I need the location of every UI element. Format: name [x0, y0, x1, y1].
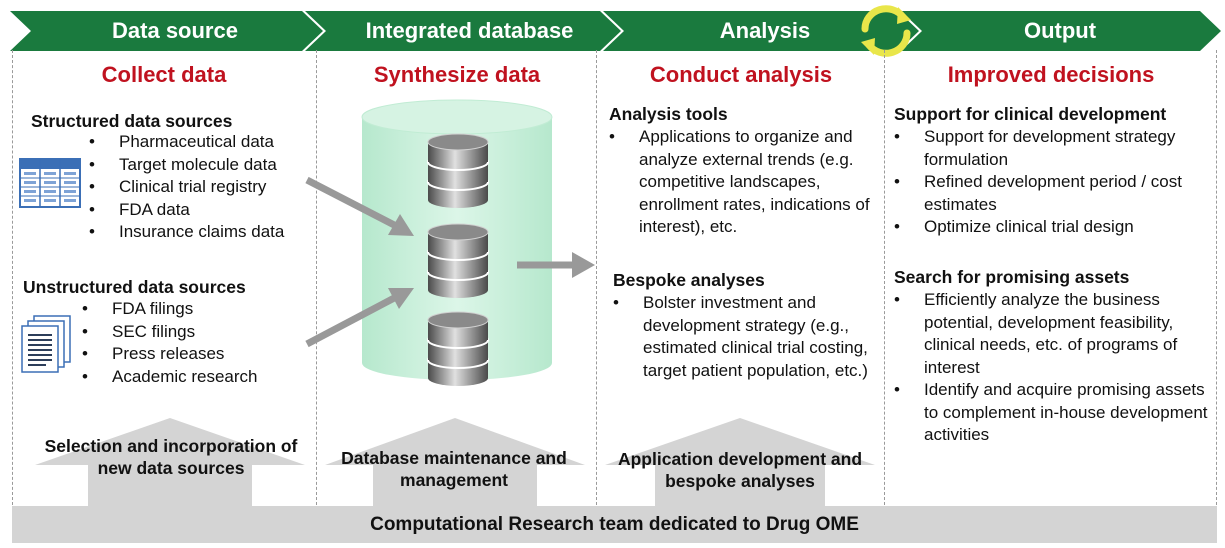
list-item: Refined development period / cost estima…: [894, 171, 1212, 216]
up-arrow-shape: [605, 418, 875, 507]
list-item: Efficiently analyze the business potenti…: [894, 289, 1212, 379]
column-divider: [12, 50, 13, 505]
list-item: Pharmaceutical data: [89, 131, 314, 154]
bespoke-list: Bolster investment and development strat…: [613, 292, 878, 382]
chevron-analysis: [603, 11, 919, 51]
synthesize-title: Synthesize data: [373, 62, 541, 87]
header-chevrons: [10, 11, 1221, 51]
column-divider: [596, 50, 597, 505]
tools-list: Applications to organize and analyze ext…: [609, 126, 879, 239]
collect-footer: Selection and incorporation of new data …: [44, 436, 298, 478]
chevron-integrated-database: [305, 11, 621, 51]
list-item: FDA filings: [82, 298, 307, 321]
output-title: Improved decisions: [947, 62, 1155, 87]
analysis-title: Conduct analysis: [649, 62, 833, 87]
arrow-icon: [517, 252, 595, 278]
list-item: Target molecule data: [89, 154, 314, 177]
unstructured-heading: Unstructured data sources: [23, 277, 246, 297]
list-item: Optimize clinical trial design: [894, 216, 1212, 239]
analysis-footer: Application development and bespoke anal…: [617, 449, 863, 491]
column-divider: [1216, 50, 1217, 505]
arrow-icon: [305, 176, 414, 236]
list-item: Academic research: [82, 366, 307, 389]
clinical-heading: Support for clinical development: [894, 104, 1167, 124]
bottom-bar-label: Computational Research team dedicated to…: [370, 514, 859, 535]
arrow-icon: [305, 288, 414, 348]
stage-label: Data source: [112, 18, 238, 43]
assets-list: Efficiently analyze the business potenti…: [894, 289, 1212, 447]
list-item: Identify and acquire promising assets to…: [894, 379, 1212, 447]
up-arrow-shape: [35, 418, 305, 507]
assets-heading: Search for promising assets: [894, 267, 1130, 287]
bottom-bar: [12, 506, 1217, 543]
tools-heading: Analysis tools: [609, 104, 728, 124]
list-item: Applications to organize and analyze ext…: [609, 126, 879, 239]
bespoke-heading: Bespoke analyses: [613, 270, 765, 290]
list-item: Clinical trial registry: [89, 176, 314, 199]
chevron-output: [901, 11, 1221, 51]
collect-title: Collect data: [101, 62, 227, 87]
up-arrow-shape: [325, 418, 585, 507]
structured-heading: Structured data sources: [31, 111, 233, 131]
document-icon: [21, 315, 71, 373]
synthesize-footer: Database maintenance and management: [341, 448, 567, 490]
list-item: Support for development strategy formula…: [894, 126, 1212, 171]
stage-label: Analysis: [719, 18, 811, 43]
list-item: Insurance claims data: [89, 221, 314, 244]
unstructured-list: FDA filings SEC filings Press releases A…: [82, 298, 307, 388]
list-item: FDA data: [89, 199, 314, 222]
stage-label: Output: [1023, 18, 1097, 43]
list-item: Press releases: [82, 343, 307, 366]
clinical-list: Support for development strategy formula…: [894, 126, 1212, 239]
column-divider: [884, 50, 885, 505]
table-icon: [19, 158, 81, 208]
list-item: SEC filings: [82, 321, 307, 344]
stage-label: Integrated database: [365, 18, 574, 43]
list-item: Bolster investment and development strat…: [613, 292, 878, 382]
column-divider: [316, 50, 317, 505]
structured-list: Pharmaceutical data Target molecule data…: [89, 131, 314, 244]
cycle-icon: [861, 5, 911, 57]
chevron-data-source: [10, 11, 323, 51]
